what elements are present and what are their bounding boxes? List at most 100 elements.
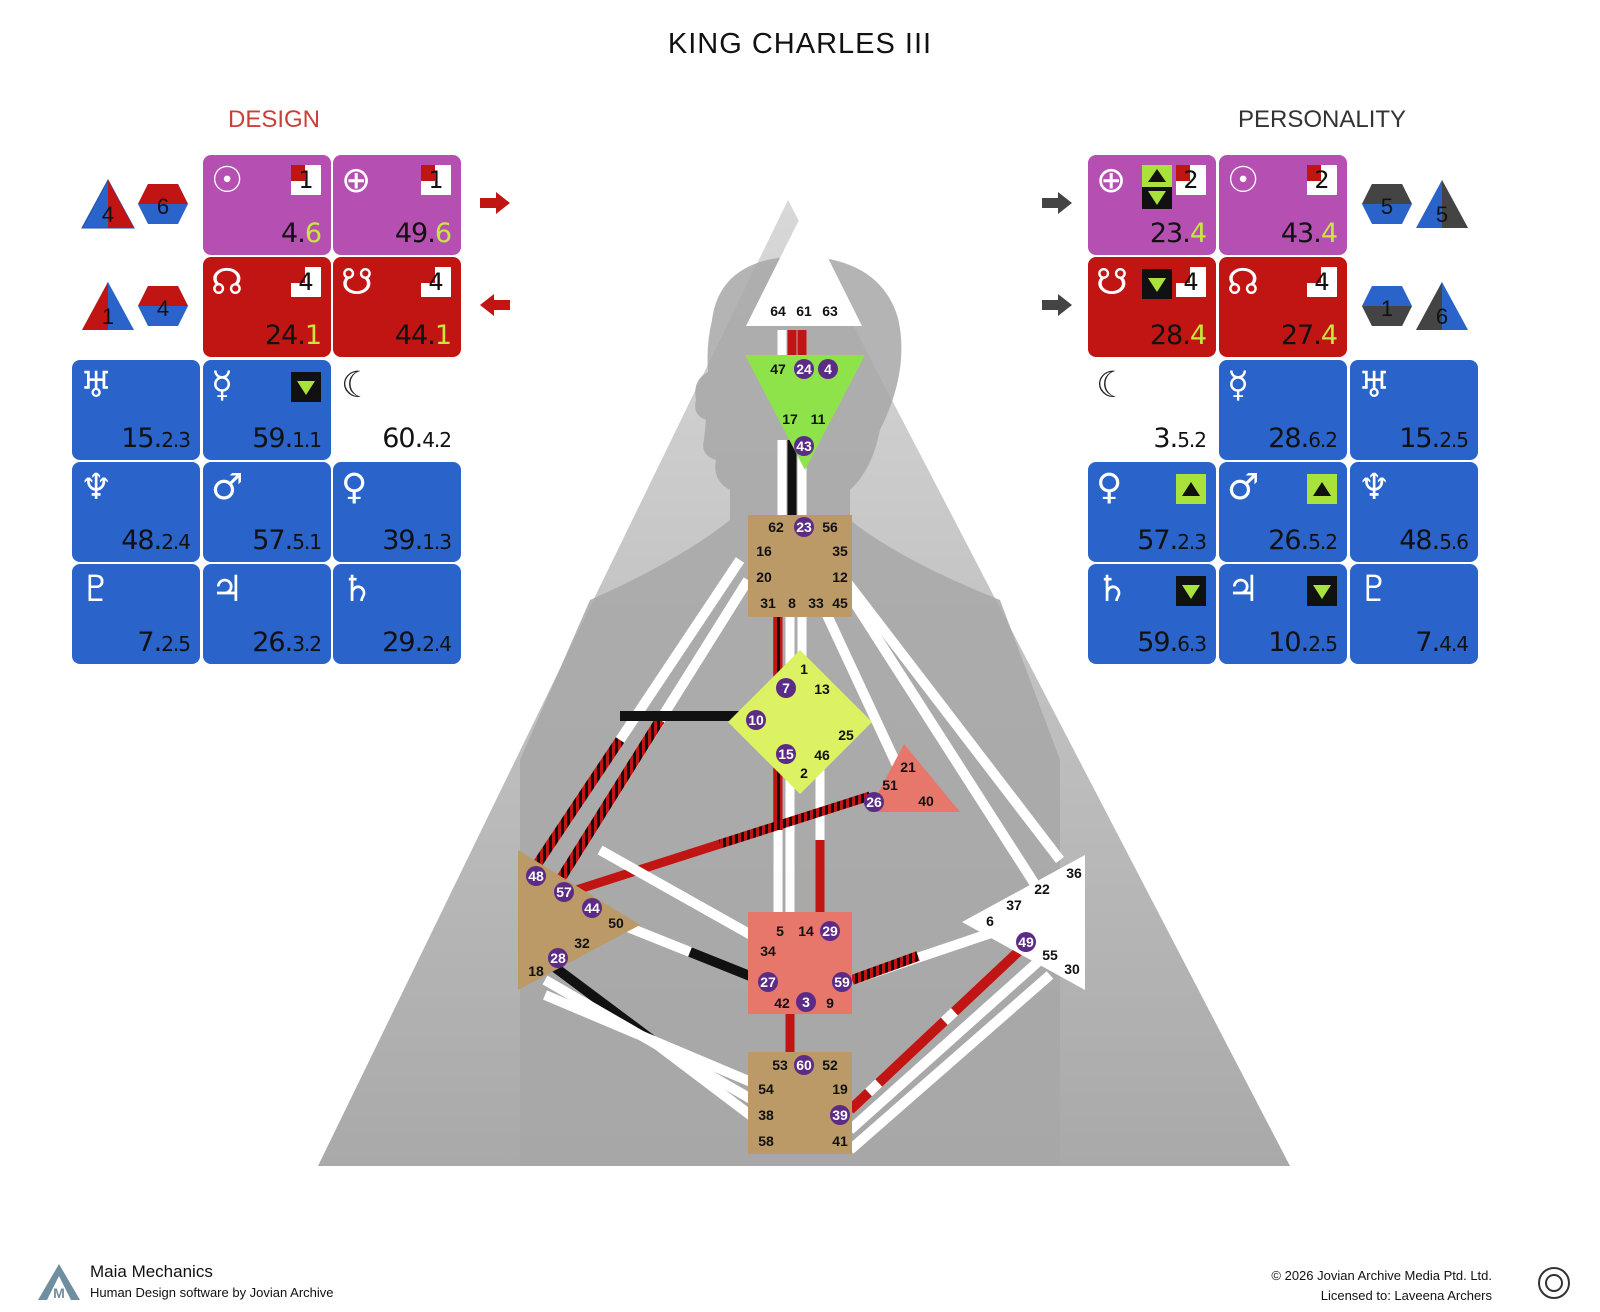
design-mars-card[interactable]: ♂ 57.5.1 [203, 462, 331, 562]
design-bottom-arrow-icon [480, 294, 510, 316]
design-mercury-card[interactable]: ☿ 59.1.1 [203, 360, 331, 460]
design-mars-sub: 5.1 [292, 530, 322, 554]
design-jupiter-card[interactable]: ♃ 26.3.2 [203, 564, 331, 664]
personality-mars-exalted-icon [1307, 474, 1337, 504]
personality-top-tri-number: 5 [1436, 202, 1448, 227]
gate-label: 42 [774, 995, 790, 1011]
gate-label: 32 [574, 935, 590, 951]
gate-label: 23 [796, 519, 812, 535]
personality-venus-card[interactable]: ♀ 57.2.3 [1088, 462, 1216, 562]
design-top-hex-number: 6 [157, 194, 169, 219]
design-sun-gate: 4. [281, 218, 306, 249]
gate-label: 12 [832, 569, 848, 585]
g-center [728, 650, 872, 794]
gate-label: 28 [550, 950, 566, 966]
gate-label: 34 [760, 943, 776, 959]
personality-top-hex-number: 5 [1381, 194, 1393, 219]
personality-south-node-card[interactable]: ☋ 4 28.4 [1088, 257, 1216, 357]
gate-label: 24 [796, 361, 812, 377]
design-sun-card[interactable]: ☉ 1 4.6 [203, 155, 331, 255]
earth-icon: ⊕ [341, 160, 372, 201]
personality-saturn-gate: 59. [1137, 627, 1178, 658]
design-mercury-gate: 59. [252, 423, 293, 454]
gate-label: 47 [770, 361, 786, 377]
centers [518, 210, 1085, 1154]
personality-earth-exalted-detriment-icon [1142, 165, 1172, 209]
design-saturn-card[interactable]: ♄ 29.2.4 [333, 564, 461, 664]
personality-moon-sub: 5.2 [1177, 428, 1207, 452]
gate-label: 4 [824, 361, 832, 377]
design-uranus-gate: 15. [121, 423, 162, 454]
gate-label: 10 [748, 712, 764, 728]
design-moon-card[interactable]: ☾ 60.4.2 [333, 360, 461, 460]
gate-label: 62 [768, 519, 784, 535]
personality-earth-gate: 23. [1149, 218, 1191, 249]
south-node-icon: ☋ [1096, 262, 1128, 303]
personality-north-node-card[interactable]: ☊ 4 27.4 [1219, 257, 1347, 357]
gate-label: 16 [756, 543, 772, 559]
design-north-node-color-square: 4 [291, 267, 321, 297]
design-south-node-card[interactable]: ☋ 4 44.1 [333, 257, 461, 357]
design-bottom-variables: 1 4 [82, 282, 188, 330]
solar-plexus-center [962, 855, 1085, 990]
ego-center [868, 744, 960, 812]
personality-saturn-card[interactable]: ♄ 59.6.3 [1088, 564, 1216, 664]
sun-icon: ☉ [1227, 160, 1260, 201]
personality-jupiter-sub: 2.5 [1308, 632, 1338, 656]
personality-moon-card[interactable]: ☾ 3.5.2 [1088, 360, 1216, 460]
personality-mercury-card[interactable]: ☿ 28.6.2 [1219, 360, 1347, 460]
gate-label: 58 [758, 1133, 774, 1149]
personality-venus-sub: 2.3 [1177, 530, 1207, 554]
earth-icon: ⊕ [1096, 160, 1127, 201]
design-pluto-card[interactable]: ♇ 7.2.5 [72, 564, 200, 664]
gate-label: 60 [796, 1057, 812, 1073]
saturn-icon: ♄ [341, 569, 374, 610]
design-uranus-card[interactable]: ♅ 15.2.3 [72, 360, 200, 460]
gate-label: 40 [918, 793, 934, 809]
design-earth-card[interactable]: ⊕ 1 49.6 [333, 155, 461, 255]
personality-neptune-gate: 48. [1399, 525, 1440, 556]
personality-sun-card[interactable]: ☉ 2 43.4 [1219, 155, 1347, 255]
personality-pluto-card[interactable]: ♇ 7.4.4 [1350, 564, 1478, 664]
gate-label: 50 [608, 915, 624, 931]
design-pluto-sub: 2.5 [161, 632, 191, 656]
gate-label: 6 [986, 913, 994, 929]
gate-label: 48 [528, 868, 544, 884]
maia-mechanics-logo-icon: M [38, 1264, 80, 1301]
mars-icon: ♂ [1227, 467, 1260, 508]
design-mercury-sub: 1.1 [292, 428, 322, 452]
copyright-text: © 2026 Jovian Archive Media Ptd. Ltd. [1271, 1268, 1492, 1283]
personality-north-node-color-square: 4 [1307, 267, 1337, 297]
gate-label: 11 [811, 411, 826, 427]
personality-earth-color-square: 2 [1176, 165, 1206, 195]
design-neptune-card[interactable]: ♆ 48.2.4 [72, 462, 200, 562]
personality-mercury-sub: 6.2 [1308, 428, 1338, 452]
design-moon-gate: 60. [382, 423, 423, 454]
neptune-icon: ♆ [80, 467, 113, 508]
design-top-variables: 4 6 [81, 178, 188, 229]
personality-bottom-tri-number: 6 [1436, 304, 1448, 329]
gate-label: 19 [832, 1081, 848, 1097]
gate-label: 41 [832, 1133, 848, 1149]
personality-jupiter-card[interactable]: ♃ 10.2.5 [1219, 564, 1347, 664]
personality-earth-card[interactable]: ⊕ 2 23.4 [1088, 155, 1216, 255]
mercury-icon: ☿ [1227, 365, 1250, 406]
gate-label: 55 [1042, 947, 1058, 963]
gate-label: 29 [822, 923, 838, 939]
design-venus-card[interactable]: ♀ 39.1.3 [333, 462, 461, 562]
design-south-node-gate: 44. [394, 320, 436, 351]
design-saturn-sub: 2.4 [422, 632, 452, 656]
personality-neptune-card[interactable]: ♆ 48.5.6 [1350, 462, 1478, 562]
gate-label: 1 [800, 661, 808, 677]
personality-sun-gate: 43. [1280, 218, 1322, 249]
design-earth-line: 6 [434, 218, 452, 249]
saturn-icon: ♄ [1096, 569, 1129, 610]
footer-credits: © 2026 Jovian Archive Media Ptd. Ltd. Li… [1271, 1266, 1492, 1306]
design-north-node-card[interactable]: ☊ 4 24.1 [203, 257, 331, 357]
venus-icon: ♀ [1096, 467, 1123, 508]
gate-label: 44 [584, 900, 600, 916]
gate-label: 63 [822, 303, 838, 319]
personality-uranus-card[interactable]: ♅ 15.2.5 [1350, 360, 1478, 460]
personality-mars-card[interactable]: ♂ 26.5.2 [1219, 462, 1347, 562]
